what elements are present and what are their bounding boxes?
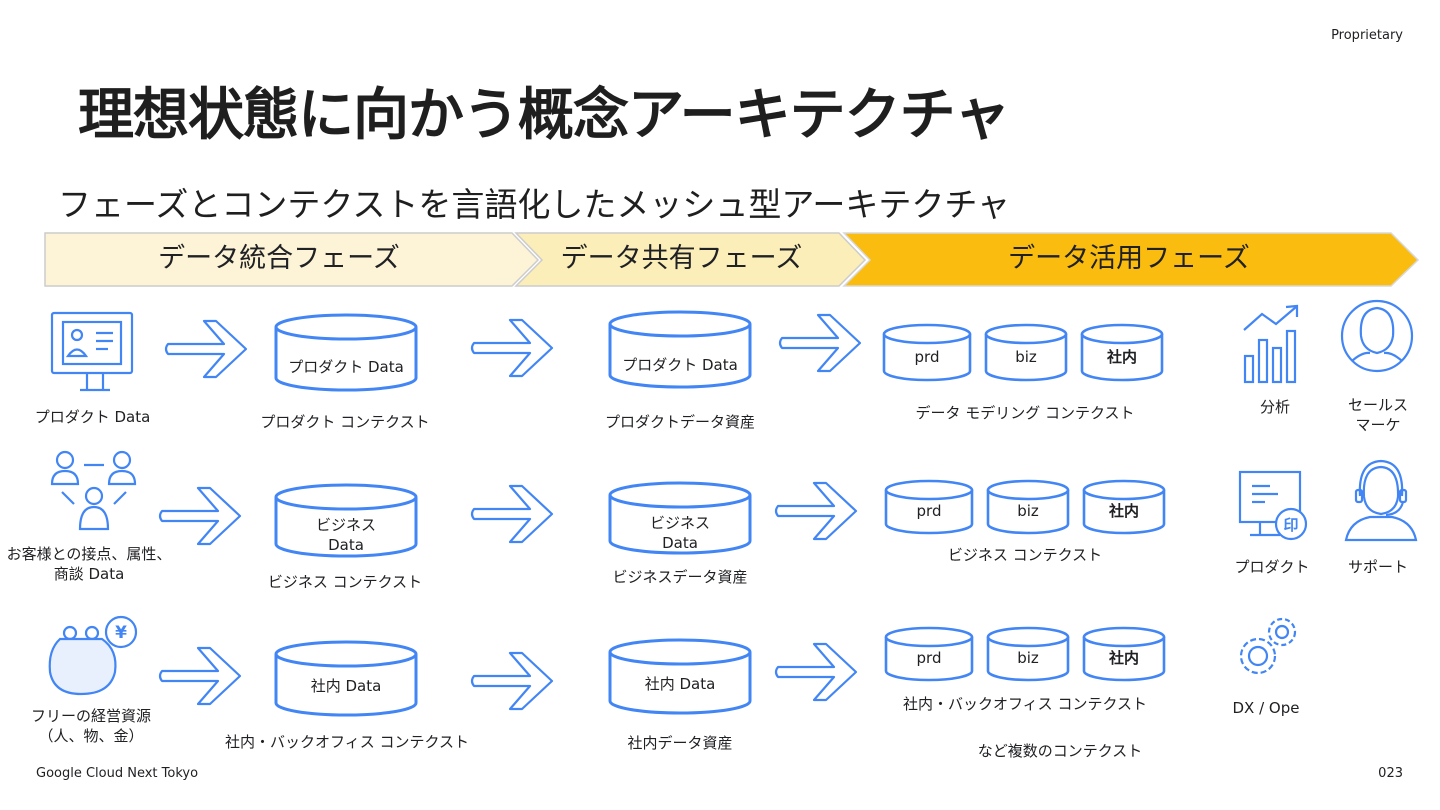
arrow-right-icon [778, 313, 862, 373]
small-db-internal-label: 社内 [1106, 348, 1137, 366]
phase-sharing-label: データ共有フェーズ [560, 243, 803, 274]
db-product-label: プロダクト Data [288, 358, 404, 376]
phase-integration-label: データ統合フェーズ [158, 243, 400, 274]
proprietary-label: Proprietary [1331, 28, 1403, 43]
page-subtitle: フェーズとコンテクストを言語化したメッシュ型アーキテクチャ [58, 185, 1011, 224]
database-icon [608, 638, 752, 715]
small-database-icon [1080, 323, 1164, 382]
small-database-icon [1082, 626, 1166, 682]
phase-integration-shape [44, 232, 540, 287]
db-shared-product-label: プロダクト Data [622, 356, 738, 374]
arrow-right-icon [470, 651, 554, 711]
database-icon [274, 313, 418, 392]
gears-icon [1239, 617, 1297, 675]
small-database-icon [1082, 479, 1166, 535]
internal-context-label: 社内・バックオフィス コンテクスト [225, 733, 470, 751]
phase-utilization-shape [842, 232, 1420, 287]
arrow-right-icon [158, 646, 242, 706]
utilization-business-context-label: ビジネス コンテクスト [947, 546, 1103, 564]
db-shared-business-label-line1: ビジネス [649, 514, 710, 532]
small-db-internal-label: 社内 [1108, 649, 1139, 667]
page-number: 023 [1378, 766, 1403, 781]
business-context-label: ビジネス コンテクスト [267, 573, 423, 591]
phase-sharing-shape [514, 232, 867, 287]
db-shared-internal-label: 社内 Data [644, 675, 716, 693]
arrow-right-icon [774, 481, 858, 541]
small-db-prd-label: prd [916, 502, 942, 520]
small-database-icon [884, 479, 974, 535]
source-product-label: プロダクト Data [34, 408, 151, 426]
dxope-label: DX / Ope [1232, 699, 1300, 717]
db-business-label-line2: Data [328, 536, 364, 554]
document-stamp-icon [1238, 470, 1308, 541]
product-consumer-label: プロダクト [1234, 558, 1310, 576]
small-database-icon [986, 479, 1070, 535]
small-db-prd-label: prd [916, 649, 942, 667]
phase-banner: データ統合フェーズ データ共有フェーズ データ活用フェーズ [44, 232, 1420, 288]
arrow-right-icon [470, 318, 554, 378]
product-context-label: プロダクト コンテクスト [260, 413, 430, 431]
support-headset-icon [1344, 459, 1418, 542]
small-database-icon [884, 626, 974, 682]
business-asset-label: ビジネスデータ資産 [612, 568, 748, 586]
small-db-biz-label: biz [1017, 649, 1039, 667]
db-shared-business-label-line2: Data [662, 534, 698, 552]
footer-event: Google Cloud Next Tokyo [36, 766, 199, 781]
small-db-biz-label: biz [1015, 348, 1037, 366]
source-business-label-line1: お客様との接点、属性、 [6, 545, 172, 563]
internal-asset-label: 社内データ資産 [627, 734, 733, 752]
sales-person-icon [1340, 299, 1414, 373]
arrow-right-icon [470, 484, 554, 544]
page-title: 理想状態に向かう概念アーキテクチャ [78, 83, 1010, 148]
multiple-contexts-note: など複数のコンテクスト [977, 742, 1143, 760]
database-icon [274, 483, 418, 558]
stamp-glyph: 印 [1283, 516, 1298, 534]
source-internal-label-line1: フリーの経営資源 [30, 707, 151, 725]
product-asset-label: プロダクトデータ資産 [604, 413, 755, 431]
db-business-label-line1: ビジネス [315, 516, 376, 534]
support-label: サポート [1347, 558, 1408, 576]
arrow-right-icon [774, 642, 858, 702]
people-network-icon [50, 450, 137, 531]
database-icon [274, 640, 418, 717]
small-database-icon [984, 323, 1068, 382]
database-icon [608, 481, 752, 555]
arrow-right-icon [164, 319, 248, 379]
db-internal-label: 社内 Data [310, 677, 382, 695]
coin-purse-icon [48, 615, 138, 696]
small-database-icon [986, 626, 1070, 682]
source-business-label-line2: 商談 Data [53, 565, 125, 583]
phase-utilization-label: データ活用フェーズ [1008, 243, 1250, 274]
source-internal-label-line2: （人、物、金） [38, 727, 144, 745]
small-db-internal-label: 社内 [1108, 502, 1139, 520]
arrow-right-icon [158, 486, 242, 546]
utilization-internal-context-label: 社内・バックオフィス コンテクスト [902, 695, 1148, 713]
sales-label-line1: セールス [1347, 396, 1408, 414]
analysis-label: 分析 [1259, 398, 1290, 416]
small-db-prd-label: prd [914, 348, 940, 366]
yen-symbol: ¥ [115, 623, 127, 643]
sales-label-line2: マーケ [1355, 416, 1401, 434]
modeling-context-label: データ モデリング コンテクスト [915, 404, 1135, 422]
monitor-profile-icon [50, 311, 134, 392]
small-database-icon [882, 323, 972, 382]
small-db-biz-label: biz [1017, 502, 1039, 520]
bar-chart-trend-icon [1243, 304, 1299, 384]
phase-chevrons [44, 232, 1420, 287]
database-icon [608, 310, 752, 389]
